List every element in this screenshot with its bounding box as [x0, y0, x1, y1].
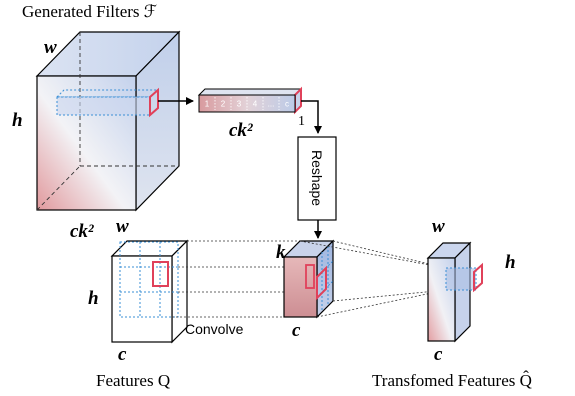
output-feature-map: [426, 241, 483, 343]
input-feature-map: [110, 239, 189, 344]
vector-cell-label: 3: [237, 100, 242, 109]
kernel-highlight: [316, 265, 327, 301]
convolve-label: Convolve: [185, 321, 244, 337]
output-h-label: h: [505, 252, 516, 273]
vector-cell-label: c: [285, 100, 289, 109]
filter-cube-h-label: h: [12, 110, 23, 131]
vector-depth-label: ck²: [229, 120, 254, 141]
arrow-to-reshape: [301, 100, 322, 134]
kernel-k-label: k: [276, 242, 286, 263]
filter-slice: [56, 96, 151, 116]
filter-cube-front-face: [36, 75, 137, 211]
output-c-label: c: [434, 344, 443, 365]
reshape-box: [297, 136, 337, 221]
kernel-block: [282, 239, 335, 319]
filter-vector: 1 2 3 4... c: [197, 86, 303, 115]
output-caption: Transfomed Features Q̂: [372, 371, 532, 390]
input-caption: Features Q: [96, 371, 170, 390]
vector-cell-label: 1: [205, 100, 210, 109]
vector-end-label: 1: [298, 114, 305, 129]
filter-slice-highlight: [149, 87, 159, 118]
filter-cube-depth-label: ck²: [70, 221, 95, 242]
output-slice: [445, 267, 477, 291]
output-projection-lines: [299, 240, 447, 318]
diagram-title: Generated Filters ℱ: [22, 2, 157, 21]
input-w-label: w: [116, 216, 129, 237]
reshape-label: Reshape: [309, 150, 325, 206]
output-w-label: w: [432, 216, 445, 237]
input-h-label: h: [88, 288, 99, 309]
input-highlight-cell: [152, 261, 169, 287]
vector-cell-label: ...: [268, 100, 275, 109]
input-c-label: c: [118, 344, 127, 365]
output-highlight: [473, 262, 483, 293]
kernel-c-label: c: [292, 320, 301, 341]
vector-cell-label: 4: [253, 100, 258, 109]
filter-cube: [35, 30, 181, 212]
filter-cube-depth-text: ck²: [70, 221, 95, 242]
filter-cube-w-label: w: [44, 37, 57, 58]
vector-cell-label: 2: [221, 100, 226, 109]
